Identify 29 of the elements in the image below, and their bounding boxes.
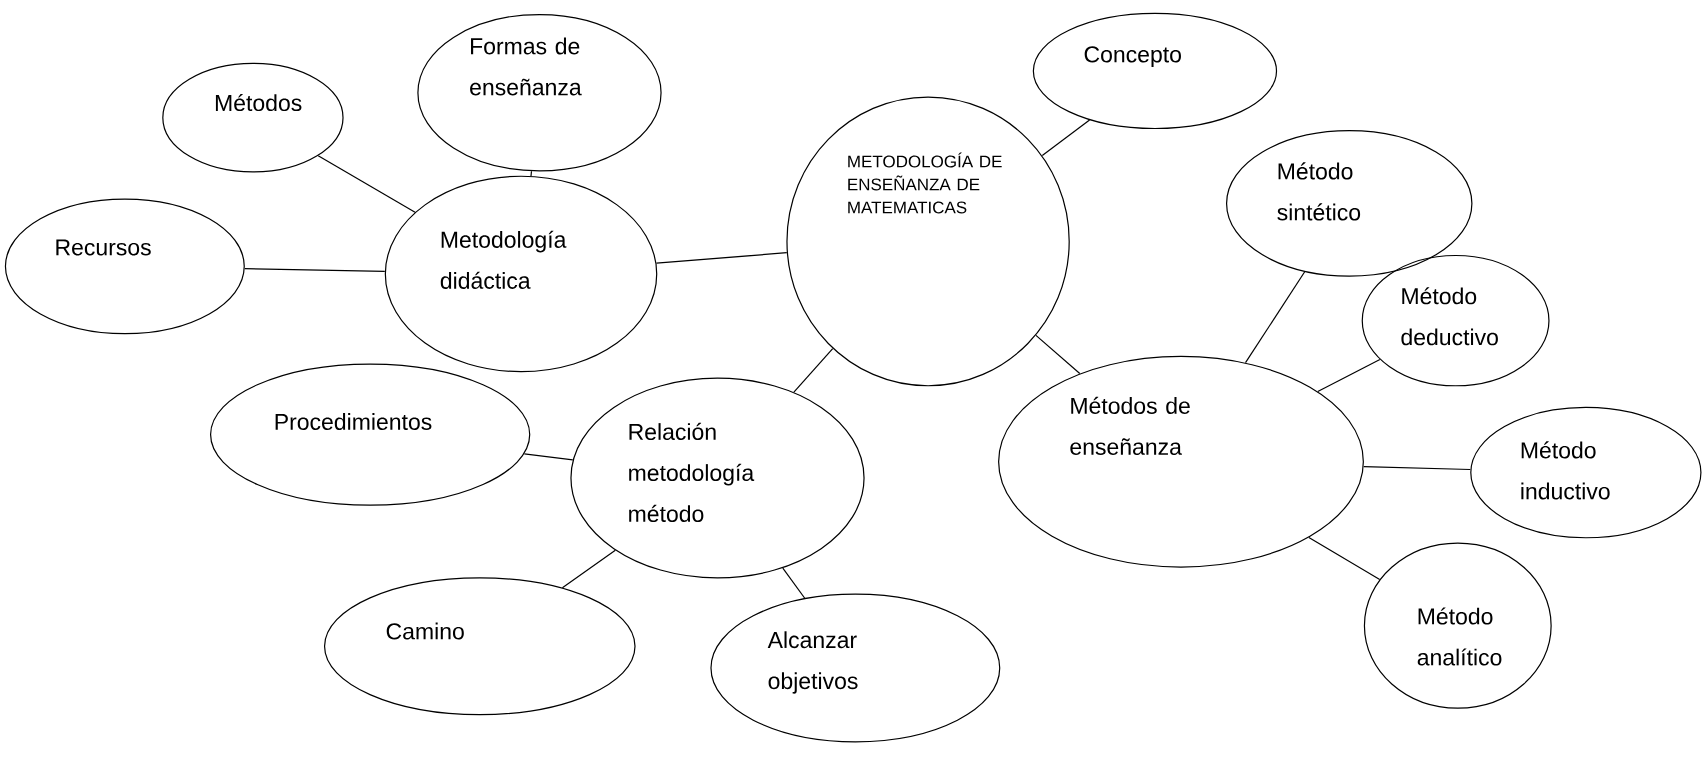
bubble-node: Método deductivo — [1361, 254, 1550, 387]
bubble-node: Método analítico — [1363, 542, 1552, 709]
connector-line — [1041, 119, 1091, 157]
connector-line — [793, 348, 834, 393]
bubble-node: METODOLOGÍA DE ENSEÑANZA DE MATEMATICAS — [786, 96, 1070, 387]
connector-line — [530, 170, 533, 177]
bubble-node: Relación metodología método — [570, 377, 865, 579]
connector-line — [244, 268, 386, 272]
bubble-node: Recursos — [4, 198, 245, 335]
connector-line — [1363, 466, 1471, 471]
connector-line — [782, 567, 806, 599]
bubble-node: Métodos — [162, 62, 344, 173]
connector-line — [1308, 536, 1381, 580]
connector-line — [1317, 358, 1381, 393]
connector-line — [655, 252, 788, 264]
connector-line — [317, 155, 416, 213]
bubble-node: Alcanzar objetivos — [710, 593, 1001, 743]
bubble-node: Métodos de enseñanza — [998, 355, 1364, 568]
connector-line — [561, 549, 616, 589]
bubble-node: Concepto — [1032, 12, 1278, 130]
bubble-node: Formas de enseñanza — [417, 13, 662, 172]
bubble-node: Metodología didáctica — [384, 175, 658, 373]
connector-line — [523, 453, 574, 461]
bubble-node: Procedimientos — [210, 363, 531, 506]
bubble-node: Camino — [323, 577, 636, 716]
bubble-node: Método inductivo — [1470, 406, 1702, 539]
connector-line — [1244, 271, 1306, 364]
connector-line — [1035, 334, 1081, 375]
bubble-node: Método sintético — [1226, 130, 1473, 277]
